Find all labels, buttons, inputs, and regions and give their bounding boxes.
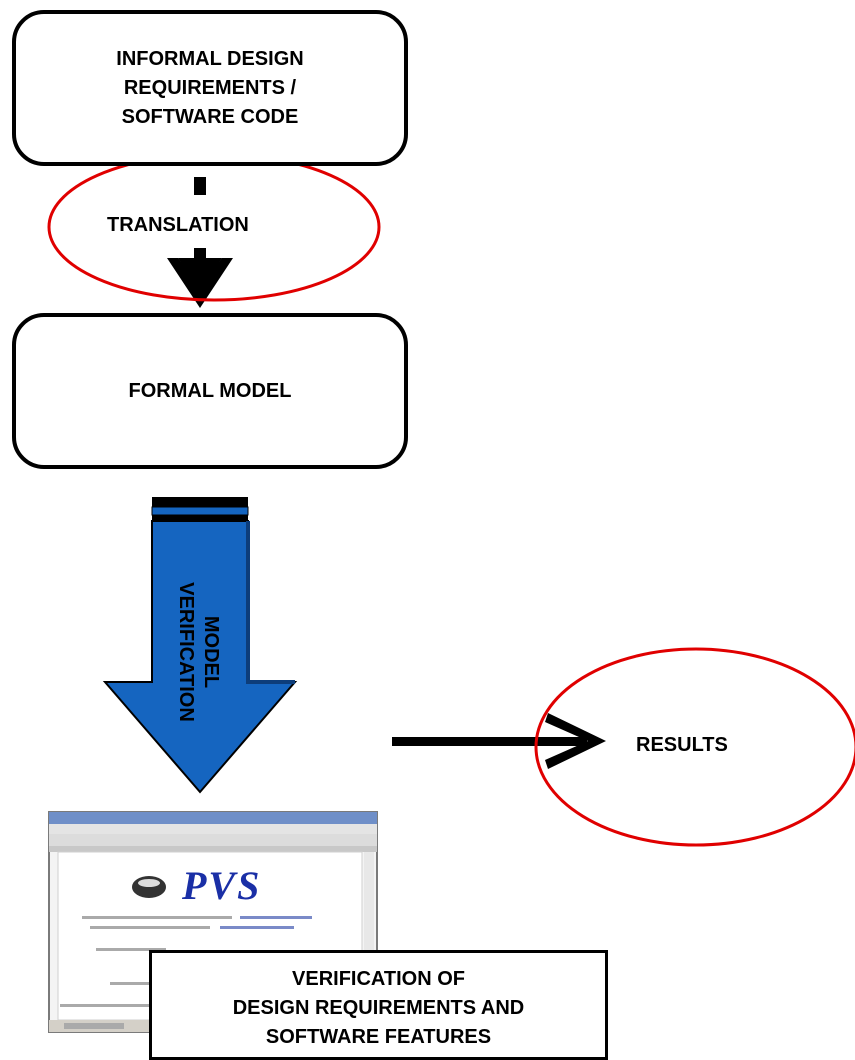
informal-box-line2: REQUIREMENTS / xyxy=(123,76,297,99)
verification-box-line2: DESIGN REQUIREMENTS AND xyxy=(232,997,525,1019)
translation-label: TRANSLATION xyxy=(107,214,249,236)
informal-box-line1: INFORMAL DESIGN xyxy=(116,47,304,70)
pvs-screenshot xyxy=(48,811,378,1033)
formal-model-label: FORMAL MODEL xyxy=(128,379,292,402)
results-arrow-head xyxy=(545,713,606,769)
verification-box: VERIFICATION OF DESIGN REQUIREMENTS AND … xyxy=(149,950,608,1060)
informal-requirements-box: INFORMAL DESIGN REQUIREMENTS / SOFTWARE … xyxy=(12,10,408,166)
verification-box-line3: SOFTWARE FEATURES xyxy=(265,1026,492,1048)
model-verification-label: MODEL VERIFICATION xyxy=(173,582,223,722)
verification-box-line1: VERIFICATION OF xyxy=(292,968,465,990)
results-arrow-shaft xyxy=(392,737,587,746)
model-verif-arrow-band xyxy=(151,506,249,516)
model-verif-arrow-cap xyxy=(152,497,248,507)
results-label: RESULTS xyxy=(636,734,728,756)
model-verif-arrow-shadow xyxy=(246,521,295,684)
results-highlight-ellipse xyxy=(534,647,855,847)
translation-arrow-head xyxy=(167,258,233,308)
model-verification-line1: MODEL xyxy=(200,615,222,689)
model-verification-line2: VERIFICATION xyxy=(175,582,197,722)
model-verif-arrow-band2 xyxy=(152,515,248,521)
translation-arrow-head-fill xyxy=(178,258,222,290)
translation-arrow-stub xyxy=(194,177,206,195)
informal-box-line3: SOFTWARE CODE xyxy=(121,105,299,128)
pvs-logo: PVS xyxy=(182,863,262,908)
formal-model-box: FORMAL MODEL xyxy=(12,313,408,469)
